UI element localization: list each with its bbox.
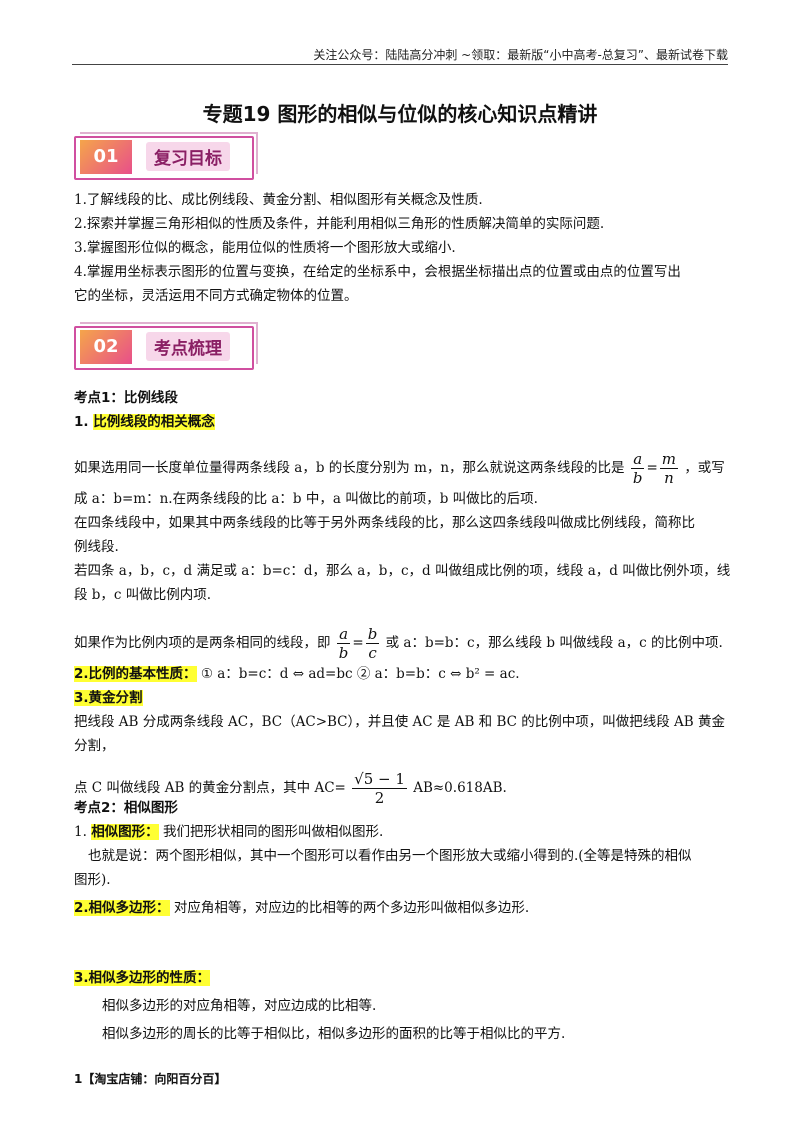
text-line: 相似多边形的对应角相等，对应边成的比相等. — [102, 998, 377, 1014]
goal-item: 4.掌握用坐标表示图形的位置与变换，在给定的坐标系中，会根据坐标描出点的位置或由… — [74, 264, 681, 280]
definition-line: 如果选用同一长度单位量得两条线段 a，b 的长度分别为 m，n，那么就说这两条线… — [74, 450, 725, 487]
goal-item: 1.了解线段的比、成比例线段、黄金分割、相似图形有关概念及性质. — [74, 192, 483, 208]
numerator: b — [365, 625, 380, 644]
page-footer: 1【淘宝店铺：向阳百分百】 — [74, 1072, 227, 1086]
heading-golden: 3.黄金分割 — [74, 686, 734, 710]
text-span: ，或写 — [684, 460, 725, 476]
denominator: b — [632, 469, 643, 487]
heading-highlight: 2.相似多边形： — [74, 900, 170, 916]
denominator: b — [338, 644, 349, 662]
denominator: 2 — [374, 789, 385, 807]
text-line: 也就是说：两个图形相似，其中一个图形可以看作由另一个图形放大或缩小得到的.(全等… — [88, 848, 692, 864]
kp2-block: 考点2：相似图形 1. 相似图形： 我们把形状相同的图形叫做相似图形. 也就是说… — [74, 796, 734, 1046]
text-span: 或 a：b=b：c，那么线段 b 叫做线段 a，c 的比例中项. — [385, 635, 723, 651]
text-span: 点 C 叫做线段 AB 的黄金分割点，其中 AC= — [74, 780, 346, 796]
kp2-title: 考点2：相似图形 — [74, 800, 178, 816]
heading-highlight: 3.黄金分割 — [74, 690, 143, 706]
heading-highlight: 2.比例的基本性质： — [74, 666, 197, 682]
property-line: 2.比例的基本性质： ① a：b=c：d ⇔ ad=bc ② a：b=b：c ⇔… — [74, 662, 734, 686]
kp2-heading-2: 2.相似多边形： 对应角相等，对应边的比相等的两个多边形叫做相似多边形. — [74, 896, 734, 920]
numerator: m — [659, 450, 679, 469]
text-line: 在四条线段中，如果其中两条线段的比等于另外两条线段的比，那么这四条线段叫做成比例… — [74, 515, 695, 531]
text-span: 如果选用同一长度单位量得两条线段 a，b 的长度分别为 m，n，那么就说这两条线… — [74, 460, 625, 476]
text-line: 成 a：b=m：n.在两条线段的比 a：b 中，a 叫做比的前项，b 叫做比的后… — [74, 491, 538, 507]
kp2-heading-1: 1. 相似图形： 我们把形状相同的图形叫做相似图形. — [74, 820, 734, 844]
text-line: 若四条 a，b，c，d 满足或 a：b=c：d，那么 a，b，c，d 叫做组成比… — [74, 563, 731, 579]
text-line: 相似多边形的周长的比等于相似比，相似多边形的面积的比等于相似比的平方. — [102, 1026, 566, 1042]
kp1-title: 考点1：比例线段 — [74, 390, 178, 406]
text-span: 对应角相等，对应边的比相等的两个多边形叫做相似多边形. — [173, 900, 530, 916]
text-line: 段 b，c 叫做比例内项. — [74, 587, 212, 603]
heading-highlight: 相似图形： — [91, 824, 159, 840]
text-span: 如果作为比例内项的是两条相同的线段，即 — [74, 635, 331, 651]
text-span: 我们把形状相同的图形叫做相似图形. — [162, 824, 384, 840]
heading-highlight: 比例线段的相关概念 — [93, 414, 215, 430]
page-header: 关注公众号：陆陆高分冲刺 ~领取：最新版“小中高考-总复习”、最新试卷下载 — [313, 48, 728, 62]
kp1-heading-1: 1. 比例线段的相关概念 — [74, 410, 734, 434]
heading-number: 1. — [74, 414, 89, 430]
header-divider — [72, 64, 728, 65]
goal-item: 2.探索并掌握三角形相似的性质及条件，并能利用相似三角形的性质解决简单的实际问题… — [74, 216, 605, 232]
section-banner-points: 02 考点梳理 — [74, 322, 258, 370]
heading-highlight: 3.相似多边形的性质： — [74, 970, 211, 986]
goal-item: 它的坐标，灵活运用不同方式确定物体的位置。 — [74, 288, 358, 304]
numerator: a — [336, 625, 351, 644]
section-banner-goals: 01 复习目标 — [74, 132, 258, 180]
banner-frame-shadow — [80, 322, 258, 364]
text-line: 例线段. — [74, 539, 119, 555]
numerator: √5 − 1 — [352, 770, 407, 789]
text-line: 图形). — [74, 872, 111, 888]
text-line: 把线段 AB 分成两条线段 AC，BC（AC>BC），并且使 AC 是 AB 和… — [74, 714, 726, 754]
banner-frame-shadow — [80, 132, 258, 174]
section-number: 02 — [80, 330, 132, 364]
banner-frame — [74, 326, 254, 370]
banner-frame — [74, 136, 254, 180]
numerator: a — [630, 450, 645, 469]
kp1-block: 考点1：比例线段 1. 比例线段的相关概念 如果选用同一长度单位量得两条线段 a… — [74, 386, 734, 807]
heading-number: 1. — [74, 824, 87, 840]
kp2-heading-3: 3.相似多边形的性质： — [74, 966, 734, 990]
text-span: AB≈0.618AB. — [413, 780, 507, 796]
section-label: 考点梳理 — [146, 332, 230, 361]
denominator: c — [368, 644, 377, 662]
goal-item: 3.掌握图形位似的概念，能用位似的性质将一个图形放大或缩小. — [74, 240, 456, 256]
text-span: ① a：b=c：d ⇔ ad=bc ② a：b=b：c ⇔ b² = ac. — [200, 666, 520, 682]
denominator: n — [664, 469, 674, 487]
page-title: 专题19 图形的相似与位似的核心知识点精讲 — [202, 102, 598, 126]
section-label: 复习目标 — [146, 142, 230, 171]
goals-list: 1.了解线段的比、成比例线段、黄金分割、相似图形有关概念及性质. 2.探索并掌握… — [74, 188, 734, 308]
section-number: 01 — [80, 140, 132, 174]
